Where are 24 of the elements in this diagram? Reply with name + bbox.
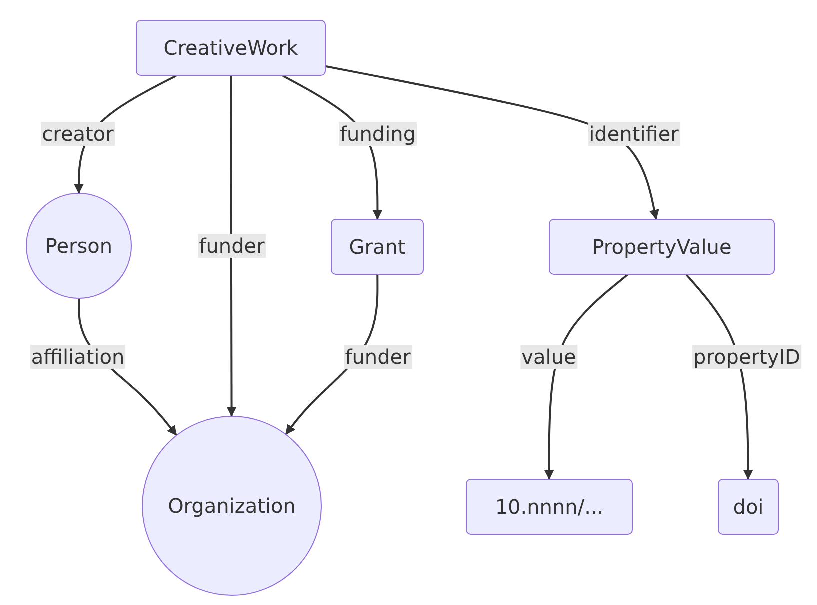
node-label: 10.nnnn/... [495,495,604,519]
node-label: Grant [349,235,406,259]
entity-box [136,20,326,76]
node-label: Organization [168,494,296,518]
arrow [226,76,237,417]
arrow [326,66,660,220]
node-label: Person [45,234,113,258]
edge-label: affiliation [30,345,126,369]
edge-label: funding [339,122,417,146]
edge-label: identifier [588,122,680,146]
entity-box [549,219,775,275]
edge-label: funder [344,345,412,369]
entity-box [718,479,779,535]
node-label: doi [733,495,764,519]
node-label: CreativeWork [164,36,298,60]
arrow [544,274,628,480]
edge-label: creator [41,122,115,146]
edge-label: propertyID [692,345,802,369]
edge-label: funder [198,234,266,258]
arrow [686,274,754,480]
edge-label: value [520,345,578,369]
entity-box [331,219,424,275]
node-label: PropertyValue [592,235,732,259]
entity-box [466,479,633,535]
